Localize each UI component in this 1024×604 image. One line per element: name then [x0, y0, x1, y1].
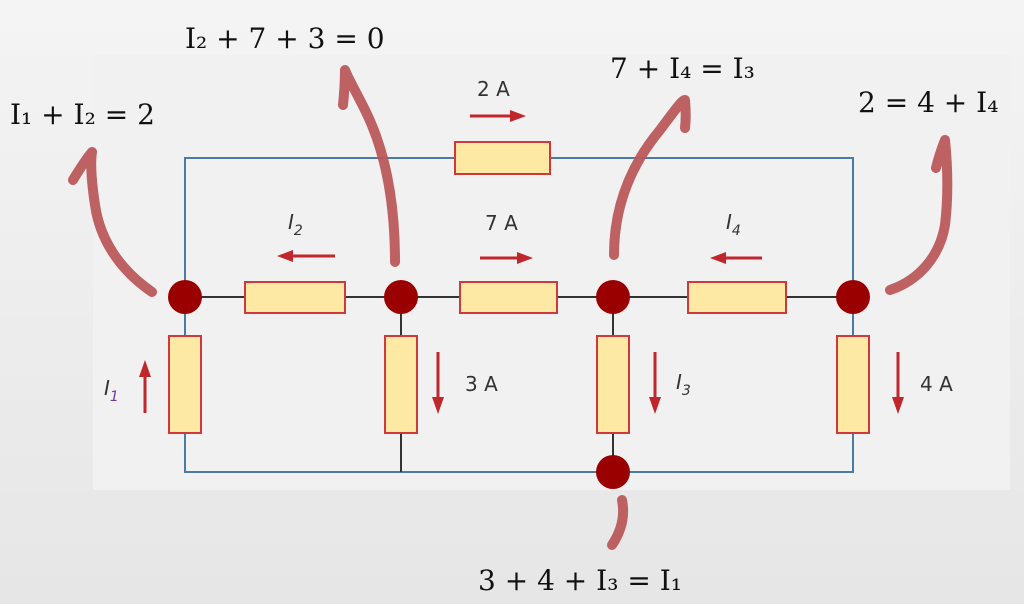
arrow-down-icon-4a	[892, 352, 904, 414]
arrow-left-icon-i2	[277, 250, 335, 262]
label-i1: I1	[104, 376, 119, 405]
label-i3: I3	[676, 370, 691, 399]
label-top-current: 2 A	[477, 77, 510, 101]
resistor-i4	[687, 281, 787, 314]
arrow-down-icon-i3	[649, 352, 661, 414]
node-bottom	[596, 455, 630, 489]
equation-node-right: 2 = 4 + I₄	[858, 86, 998, 119]
resistor-top	[454, 141, 551, 175]
equation-node-mid-left: I₂ + 7 + 3 = 0	[185, 22, 385, 55]
label-left-mid-current: 3 A	[465, 372, 498, 396]
arrow-up-icon-i1	[139, 360, 151, 413]
node-left	[168, 280, 202, 314]
resistor-4a	[836, 335, 870, 434]
resistor-i3	[596, 335, 630, 434]
label-i2: I2	[288, 210, 303, 239]
arrow-right-icon-7a	[480, 252, 533, 264]
label-middle-current: 7 A	[485, 211, 518, 235]
node-mid-left	[384, 280, 418, 314]
annotation-stroke-right	[885, 135, 953, 295]
equation-node-bottom: 3 + 4 + I₃ = I₁	[478, 564, 682, 597]
slide-panel	[93, 55, 1010, 490]
annotation-stroke-left	[68, 147, 157, 297]
equation-node-left: I₁ + I₂ = 2	[10, 98, 155, 131]
label-i4: I4	[726, 210, 741, 239]
resistor-i2	[244, 281, 346, 314]
annotation-stroke-mid-left	[338, 65, 400, 267]
node-right	[836, 280, 870, 314]
node-mid-right	[596, 280, 630, 314]
equation-node-mid-right: 7 + I₄ = I₃	[610, 52, 755, 85]
resistor-3a	[384, 335, 418, 434]
resistor-i1	[168, 335, 202, 434]
arrow-down-icon-3a	[432, 352, 444, 414]
resistor-7a	[459, 281, 558, 314]
annotation-stroke-mid-right	[609, 95, 691, 260]
arrow-right-icon-2a	[470, 110, 526, 122]
arrow-left-icon-i4	[710, 252, 762, 264]
annotation-stroke-bottom	[607, 495, 629, 550]
label-right-current: 4 A	[920, 372, 953, 396]
